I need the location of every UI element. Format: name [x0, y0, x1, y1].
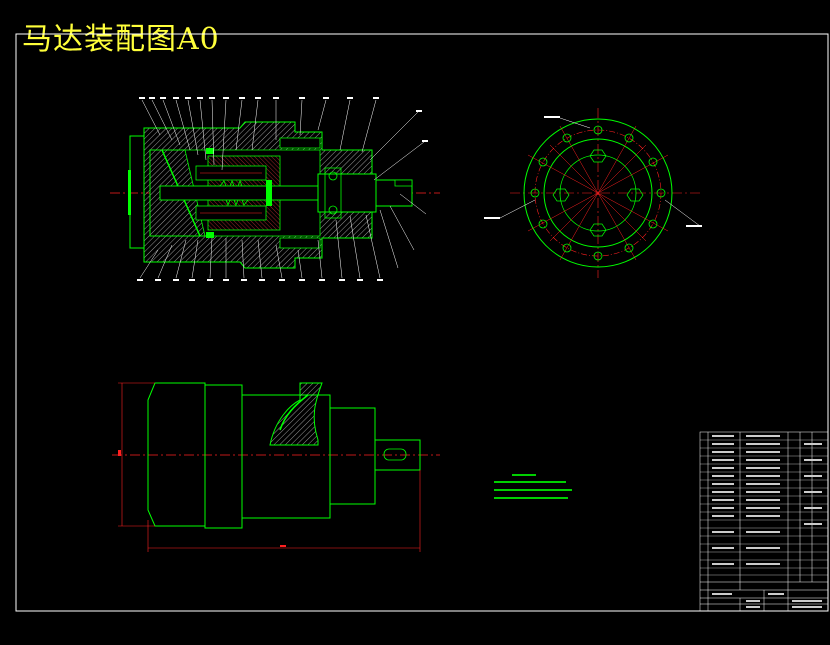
front-view — [112, 382, 440, 552]
tech-notes-marks — [494, 474, 572, 499]
drawing-frame — [15, 33, 829, 612]
title-block-text-marks — [712, 435, 822, 608]
section-view — [110, 97, 440, 281]
drawing-title: 马达装配图A0 — [22, 22, 220, 57]
title-block — [699, 431, 829, 612]
title-block-rows — [700, 439, 828, 576]
end-view-flange — [484, 108, 702, 278]
